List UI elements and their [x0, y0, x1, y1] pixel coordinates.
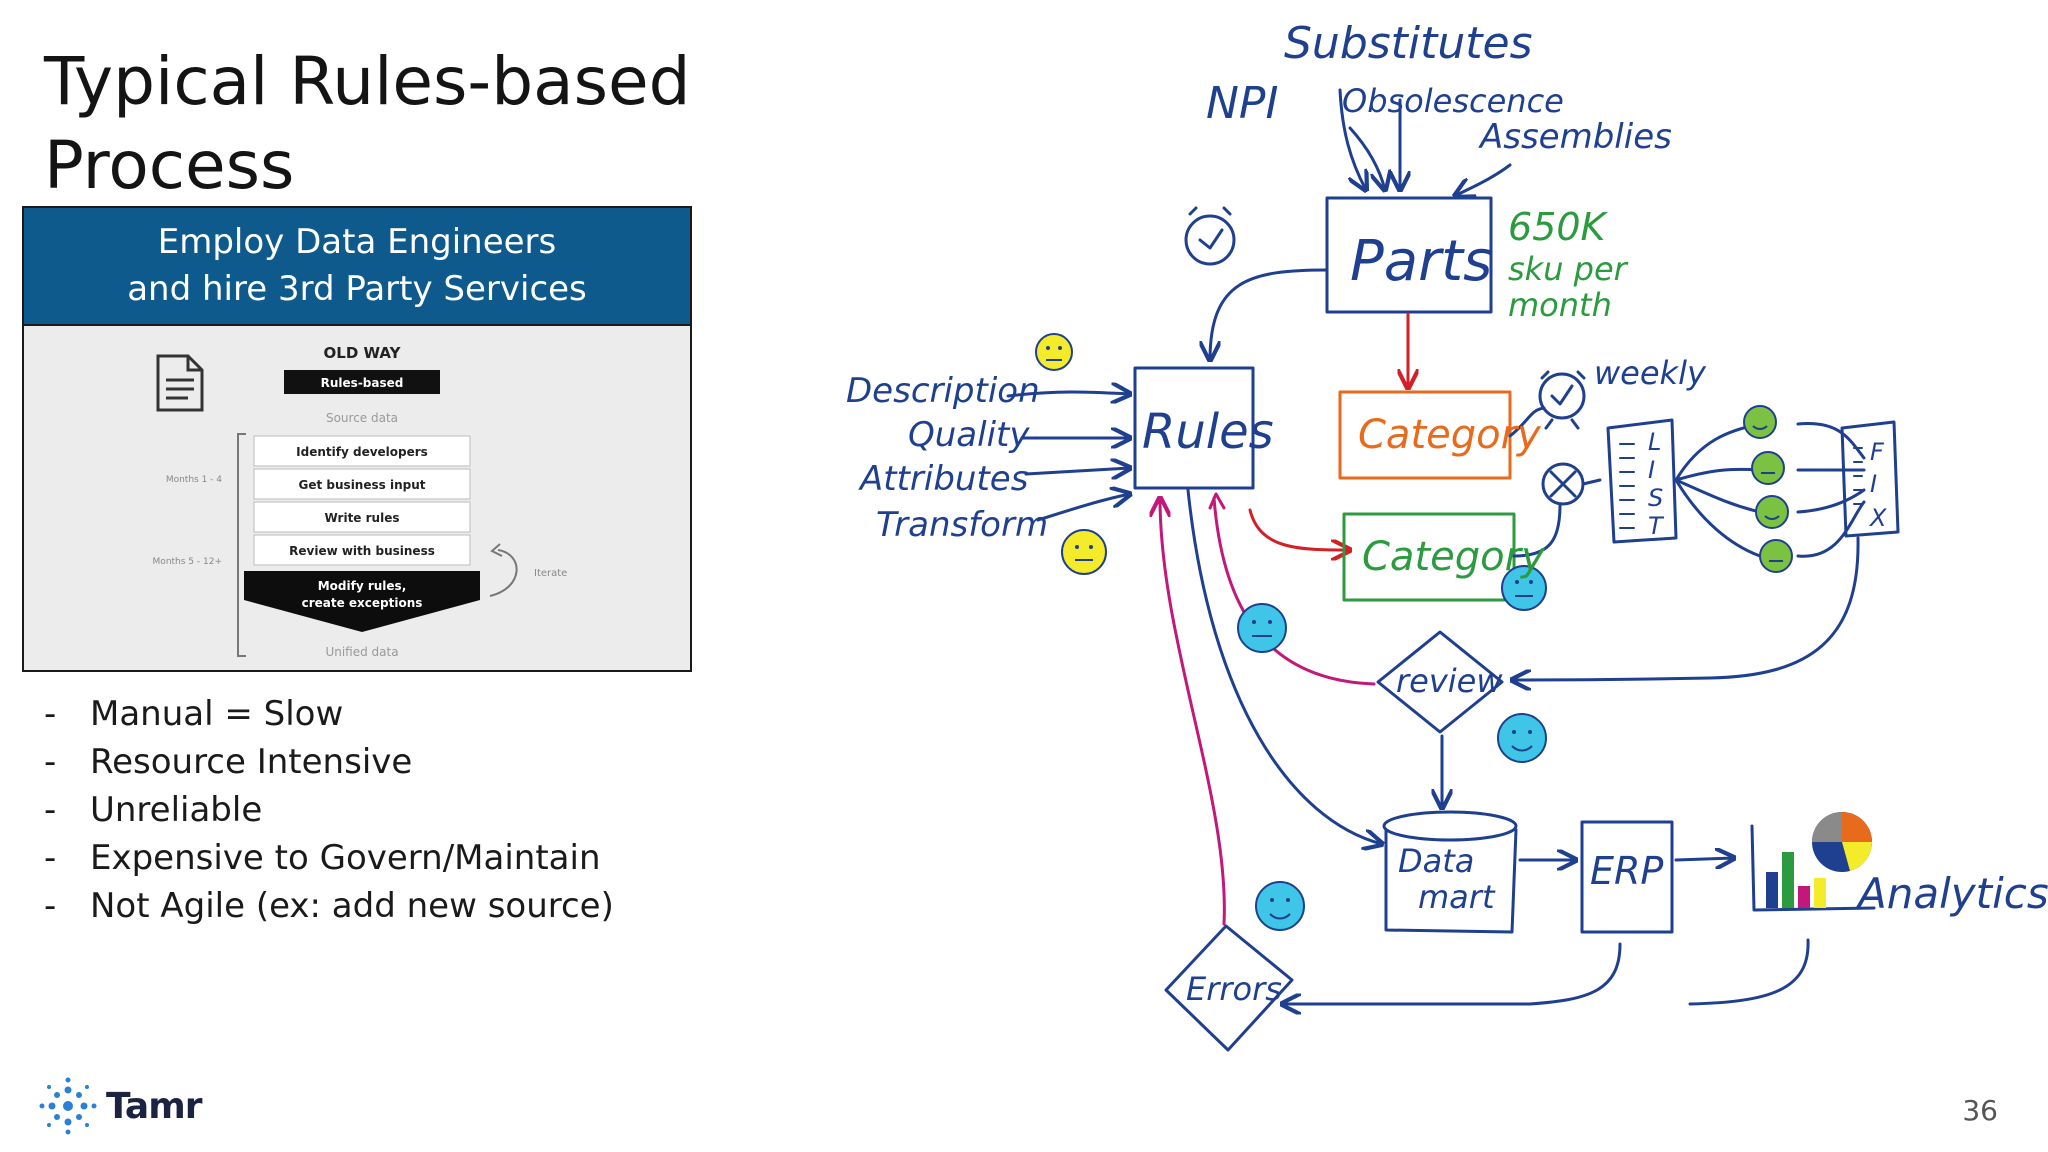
step-3: Write rules [325, 511, 400, 525]
sketch-diagram: Substitutes NPI Obsolescence Assemblies … [846, 18, 2048, 1052]
bullet-text: Expensive to Govern/Maintain [90, 838, 601, 878]
iterate-label: Iterate [534, 568, 567, 579]
step-box-1 [253, 435, 471, 467]
step-2: Get business input [299, 478, 426, 492]
bullet-marker: - [44, 694, 57, 734]
bullet-text: Unreliable [90, 790, 263, 830]
face-green-icon [1743, 405, 1777, 439]
final-step-arrow [244, 571, 480, 632]
label-erp: ERP [1590, 849, 1663, 893]
list-item: -Resource Intensive [44, 738, 614, 786]
label-volume-line-2: sku per [1508, 250, 1629, 288]
label-fix-x: X [1868, 504, 1887, 532]
label-quality: Quality [908, 415, 1030, 455]
phase-2-label: Months 5 - 12+ [153, 557, 222, 567]
list-item: -Expensive to Govern/Maintain [44, 834, 614, 882]
old-way-heading: OLD WAY [324, 344, 402, 362]
rules-based-badge-label: Rules-based [321, 376, 404, 390]
label-weekly: weekly [1594, 354, 1707, 392]
callout-header-line-2: and hire 3rd Party Services [127, 269, 587, 309]
iterate-loop-icon [489, 549, 518, 597]
step-box-2 [253, 468, 471, 500]
final-step-line-1: Modify rules, [318, 579, 407, 593]
clock-icon [1538, 372, 1586, 420]
bullet-text: Not Agile (ex: add new source) [90, 886, 614, 926]
drawbacks-list: -Manual = Slow -Resource Intensive -Unre… [44, 690, 614, 930]
label-list-l: L [1648, 428, 1661, 456]
label-obsolescence: Obsolescence [1342, 82, 1564, 120]
label-volume-line-3: month [1508, 286, 1612, 324]
label-rules: Rules [1142, 404, 1274, 460]
label-volume-line-1: 650K [1508, 205, 1609, 249]
label-data-mart-line-2: mart [1418, 878, 1496, 916]
list-item: -Manual = Slow [44, 690, 614, 738]
face-cyan-icon [1237, 603, 1287, 653]
label-fix-i: I [1870, 470, 1877, 498]
rules-based-badge [284, 370, 440, 394]
label-list-s: S [1648, 484, 1663, 512]
label-fix-f: F [1870, 438, 1885, 466]
callout-header: Employ Data Engineers and hire 3rd Party… [24, 208, 690, 326]
bullet-marker: - [44, 886, 57, 926]
title-line-1: Typical Rules-based [44, 43, 691, 120]
bullet-marker: - [44, 790, 57, 830]
label-review: review [1396, 662, 1503, 700]
document-icon [156, 354, 204, 412]
old-way-figure: OLD WAY Rules-based Source data Months 1… [24, 326, 690, 670]
label-list-i: I [1648, 456, 1655, 484]
label-data-mart-line-1: Data [1398, 842, 1474, 880]
label-assemblies: Assemblies [1478, 117, 1672, 157]
analytics-bar [1782, 852, 1794, 908]
bullet-text: Resource Intensive [90, 742, 413, 782]
page-number: 36 [1962, 1094, 1998, 1127]
label-category-2: Category [1362, 534, 1546, 580]
pie-chart-icon [1812, 812, 1873, 872]
callout-header-line-1: Employ Data Engineers [157, 222, 557, 262]
analytics-bar [1766, 872, 1778, 908]
label-errors: Errors [1186, 970, 1282, 1008]
phase-1-label: Months 1 - 4 [166, 475, 222, 485]
rules-process-diagram: Substitutes NPI Obsolescence Assemblies … [830, 0, 2048, 1080]
step-box-3 [253, 501, 471, 533]
bullet-marker: - [44, 742, 57, 782]
label-npi: NPI [1206, 78, 1278, 129]
source-data-label: Source data [326, 411, 398, 425]
face-yellow-icon [1061, 529, 1107, 575]
face-cyan-icon [1255, 881, 1305, 931]
tamr-sparkle-icon [39, 1077, 97, 1135]
face-green-icon [1751, 451, 1785, 485]
list-item: -Not Agile (ex: add new source) [44, 882, 614, 930]
face-green-icon [1759, 539, 1793, 573]
old-way-chart: OLD WAY Rules-based Source data Months 1… [153, 344, 568, 659]
alarm-clock-icon [1184, 214, 1236, 266]
label-category-1: Category [1358, 412, 1542, 458]
face-green-icon [1755, 495, 1789, 529]
slide-title: Typical Rules-based Process [44, 40, 784, 208]
step-1: Identify developers [296, 445, 428, 459]
brand-name: Tamr [106, 1085, 202, 1127]
title-line-2: Process [44, 127, 295, 204]
label-analytics: Analytics [1855, 869, 2048, 918]
bullet-marker: - [44, 838, 57, 878]
tamr-logo: Tamr [38, 1076, 202, 1136]
face-cyan-icon [1501, 565, 1547, 611]
old-way-callout: Employ Data Engineers and hire 3rd Party… [22, 206, 692, 672]
final-step-line-2: create exceptions [302, 596, 423, 610]
label-attributes: Attributes [858, 459, 1028, 499]
face-cyan-icon [1497, 713, 1547, 763]
face-yellow-icon [1035, 333, 1073, 371]
step-box-4 [253, 534, 471, 566]
step-4: Review with business [289, 544, 435, 558]
analytics-bar [1814, 878, 1826, 908]
bar-chart-icon [1750, 824, 1876, 912]
label-list-t: T [1648, 512, 1665, 540]
label-transform: Transform [876, 505, 1048, 545]
unified-data-label: Unified data [325, 645, 398, 659]
label-substitutes: Substitutes [1284, 18, 1533, 69]
label-parts: Parts [1350, 229, 1492, 294]
label-description: Description [846, 371, 1040, 411]
analytics-bar [1798, 886, 1810, 908]
list-item: -Unreliable [44, 786, 614, 834]
bullet-text: Manual = Slow [90, 694, 344, 734]
